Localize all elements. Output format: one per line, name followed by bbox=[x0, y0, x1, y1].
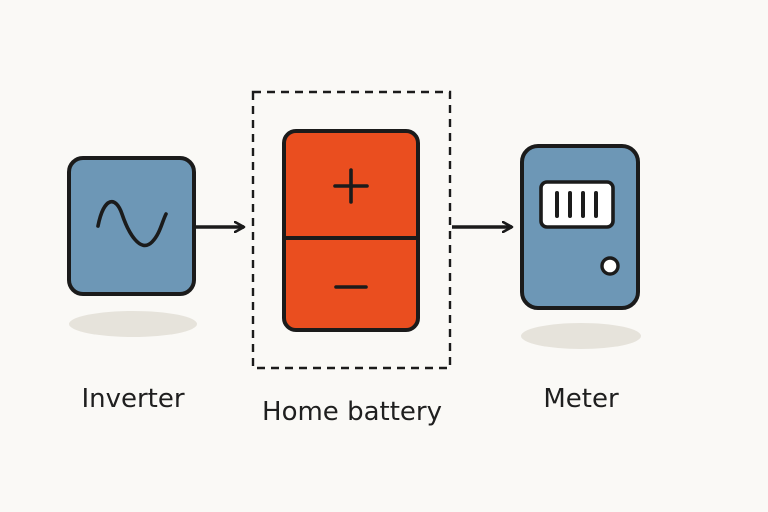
battery-dashed-outline bbox=[251, 90, 452, 370]
meter-node bbox=[520, 144, 641, 349]
inverter-box bbox=[67, 156, 196, 296]
plus-icon bbox=[333, 168, 369, 204]
meter-label: Meter bbox=[543, 384, 619, 414]
inverter-node bbox=[67, 156, 197, 337]
inverter-label: Inverter bbox=[81, 384, 185, 414]
meter-display-icon bbox=[539, 180, 615, 229]
home-battery-node bbox=[251, 90, 452, 370]
home-battery-label: Home battery bbox=[262, 397, 442, 427]
meter-display-bars bbox=[555, 191, 598, 218]
sine-wave-icon bbox=[96, 200, 168, 248]
battery-icon bbox=[282, 129, 420, 332]
meter-knob-icon bbox=[600, 256, 620, 276]
meter-shadow bbox=[521, 323, 641, 349]
inverter-shadow bbox=[69, 311, 197, 337]
